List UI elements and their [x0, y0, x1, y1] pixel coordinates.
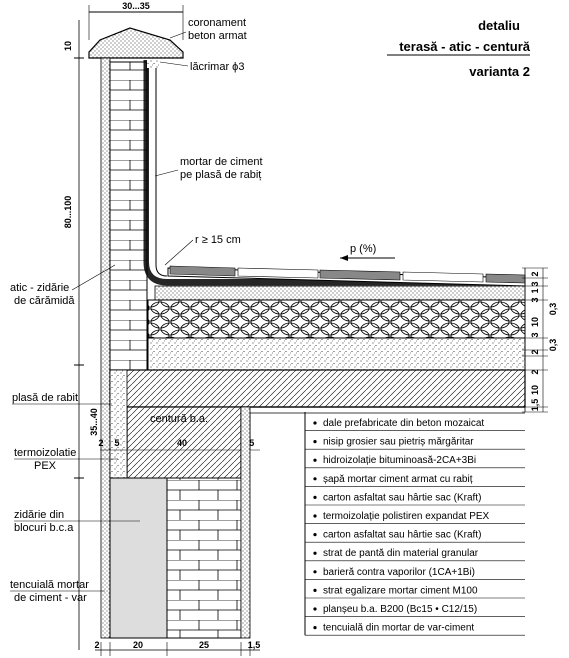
- lower-brick-wall: [166, 477, 242, 639]
- legend-bullet: [313, 458, 317, 462]
- belt-insulation: [109, 369, 128, 479]
- dim-parapet-top: 10: [63, 41, 73, 51]
- legend-bullet: [313, 588, 317, 593]
- bca-block-wall: [109, 477, 168, 639]
- dim-bottom-left: 2: [94, 640, 99, 650]
- legend-item: dale prefabricate din beton mozaicat: [323, 418, 484, 429]
- right-dim-label: 0,3: [548, 303, 558, 316]
- layer-legend: dale prefabricate din beton mozaicat nisi…: [304, 412, 525, 636]
- atic-label1: atic - zidărie: [10, 282, 69, 294]
- legend-item: strat egalizare mortar ciment M100: [323, 585, 478, 596]
- legend-item: carton asfaltat sau hârtie sac (Kraft): [323, 530, 481, 541]
- lacrimar-label: lăcrimar ϕ3: [190, 61, 244, 73]
- radius-label: r ≥ 15 cm: [195, 234, 241, 246]
- right-dim-label: 2: [530, 369, 540, 374]
- coronament-cap: [88, 27, 184, 59]
- legend-item: carton asfaltat sau hârtie sac (Kraft): [323, 492, 481, 503]
- title-line3: varianta 2: [469, 64, 530, 79]
- coronament-label2: beton armat: [188, 30, 247, 42]
- screed-layer: [154, 285, 526, 301]
- plasa-label: plasă de rabit: [12, 392, 78, 404]
- termo-label2: PEX: [34, 460, 57, 472]
- title-line2: terasă - atic - centură: [399, 39, 531, 54]
- legend-bullet: [313, 551, 317, 555]
- mortar-label2: pe plasă de rabiț: [180, 169, 261, 181]
- legend-bullet: [313, 533, 317, 537]
- coronament-label1: coronament: [188, 17, 246, 29]
- right-dim-label: 1: [530, 288, 540, 293]
- slope-label: p (%): [350, 243, 376, 255]
- legend-bullet: [313, 607, 317, 611]
- right-dim-label: 10: [530, 385, 540, 395]
- left-render: [100, 57, 111, 639]
- right-render: [240, 406, 251, 639]
- termo-label1: termoizolatie: [14, 447, 76, 459]
- dim-belt-height: 35...40: [89, 408, 99, 436]
- slab: [109, 369, 526, 408]
- right-dim-label: 2: [530, 349, 540, 354]
- dim-belt-left: 2: [98, 438, 103, 448]
- right-dim-label: 3: [530, 332, 540, 337]
- legend-item: șapă mortar ciment armat cu rabiț: [323, 474, 473, 485]
- right-dim-label: 0,3: [548, 339, 558, 352]
- legend-bullet: [313, 495, 317, 499]
- right-dim-label: 10: [530, 317, 540, 327]
- slope-layer: [147, 337, 526, 371]
- right-dim-label: 3: [530, 281, 540, 286]
- right-dim-label: 2: [530, 271, 540, 276]
- parapet-brick-wall: [109, 61, 148, 371]
- dim-belt-insul: 5: [114, 438, 119, 448]
- tenc-label1: tencuială mortar: [10, 579, 89, 591]
- legend-item: strat de pantă din material granular: [323, 548, 479, 559]
- legend-bullet: [313, 626, 317, 630]
- legend-bullet: [313, 477, 317, 481]
- mortar-label1: mortar de ciment: [180, 156, 263, 168]
- legend-item: planșeu b.a. B200 (Bc15 • C12/15): [323, 604, 477, 615]
- legend-item: hidroizolație bituminoasă-2CA+3Bi: [323, 455, 476, 466]
- insulation-layer: [147, 299, 526, 339]
- dim-belt-width: 40: [177, 438, 187, 448]
- centura-label: centură b.a.: [150, 413, 208, 425]
- tenc-label2: de ciment - var: [14, 592, 87, 604]
- legend-bullet: [313, 421, 317, 425]
- zid-label1: zidărie din: [14, 509, 64, 521]
- dim-top: 30...35: [122, 1, 150, 11]
- legend-item: tencuială din mortar de var-ciment: [323, 623, 474, 634]
- dim-bottom-right: 1,5: [248, 640, 261, 650]
- atic-label2: de cărămidă: [14, 295, 75, 307]
- dim-bottom-25: 25: [199, 640, 209, 650]
- legend-bullet: [313, 570, 317, 574]
- legend-item: termoizolație polistiren expandat PEX: [323, 511, 490, 522]
- legend-bullet: [313, 514, 317, 518]
- legend-item: nisip grosier sau pietriș mărgăritar: [323, 437, 474, 448]
- dim-bottom-20: 20: [133, 640, 143, 650]
- title-line1: detaliu: [478, 18, 520, 33]
- dim-parapet-height: 80...100: [63, 196, 73, 229]
- legend-item: barieră contra vaporilor (1CA+1Bi): [323, 567, 475, 578]
- zid-label2: blocuri b.c.a: [14, 522, 74, 534]
- legend-bullet: [313, 440, 317, 444]
- belt-beam: [126, 406, 242, 480]
- right-dim-label: 1,5: [530, 399, 540, 412]
